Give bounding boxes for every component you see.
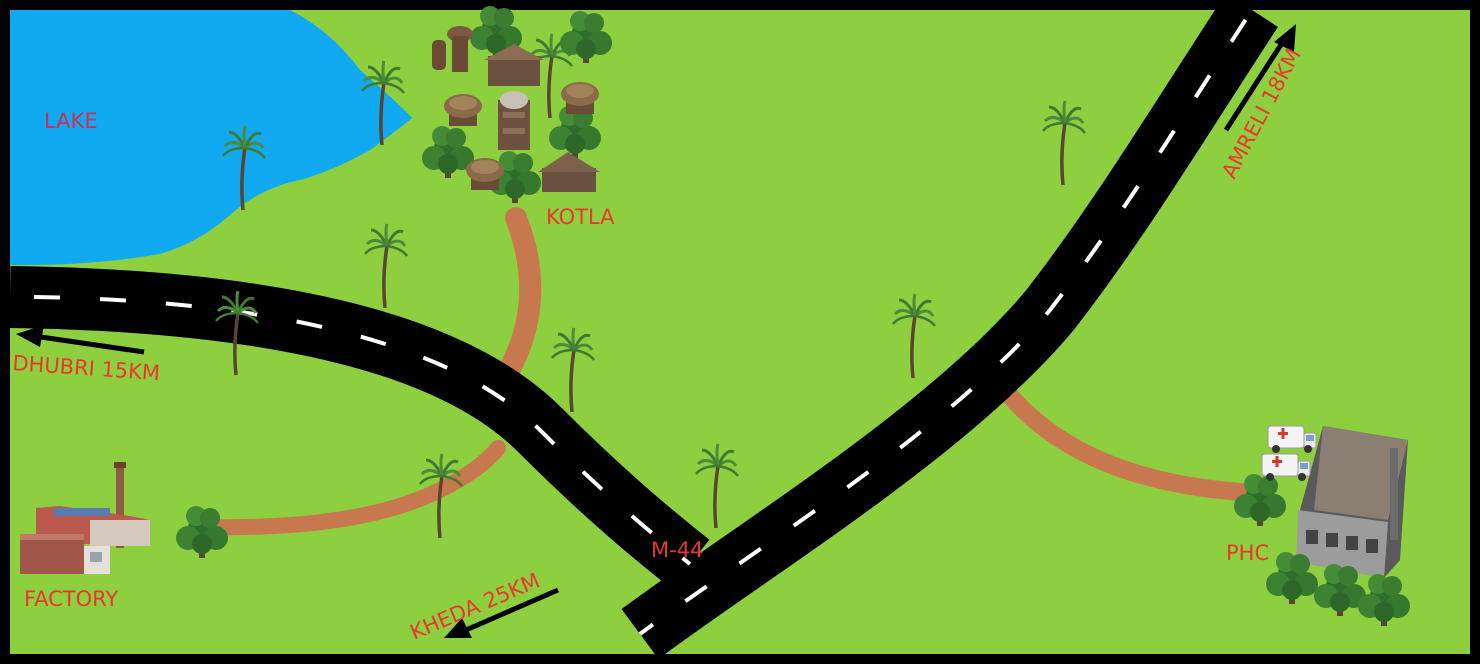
junction-label: M-44 [651,538,703,562]
hut [561,82,599,114]
factory-site: FACTORY [20,462,150,611]
arrow-up-right-icon [1223,24,1296,132]
lake-label: LAKE [44,109,98,133]
road-lane-dashes [33,8,1254,636]
path-to-phc [1003,389,1267,502]
village-kotla: KOTLA [422,6,615,229]
path-to-factory [197,440,506,536]
factory-icon [20,462,150,574]
phc-site: PHC [1226,425,1410,626]
village-huts-icon [422,6,612,203]
village-label: KOTLA [546,205,615,229]
lake-water [10,10,412,266]
arrow-left-icon [16,325,145,355]
hut [444,94,482,126]
dirt-paths [197,207,1267,536]
path-to-kotla [497,207,542,383]
road-main-highway [621,0,1278,659]
factory-label: FACTORY [24,587,118,611]
hospital-building-icon [1296,426,1408,578]
arrow-down-left-icon [444,587,559,638]
phc-label: PHC [1226,541,1269,565]
hut [466,158,504,190]
